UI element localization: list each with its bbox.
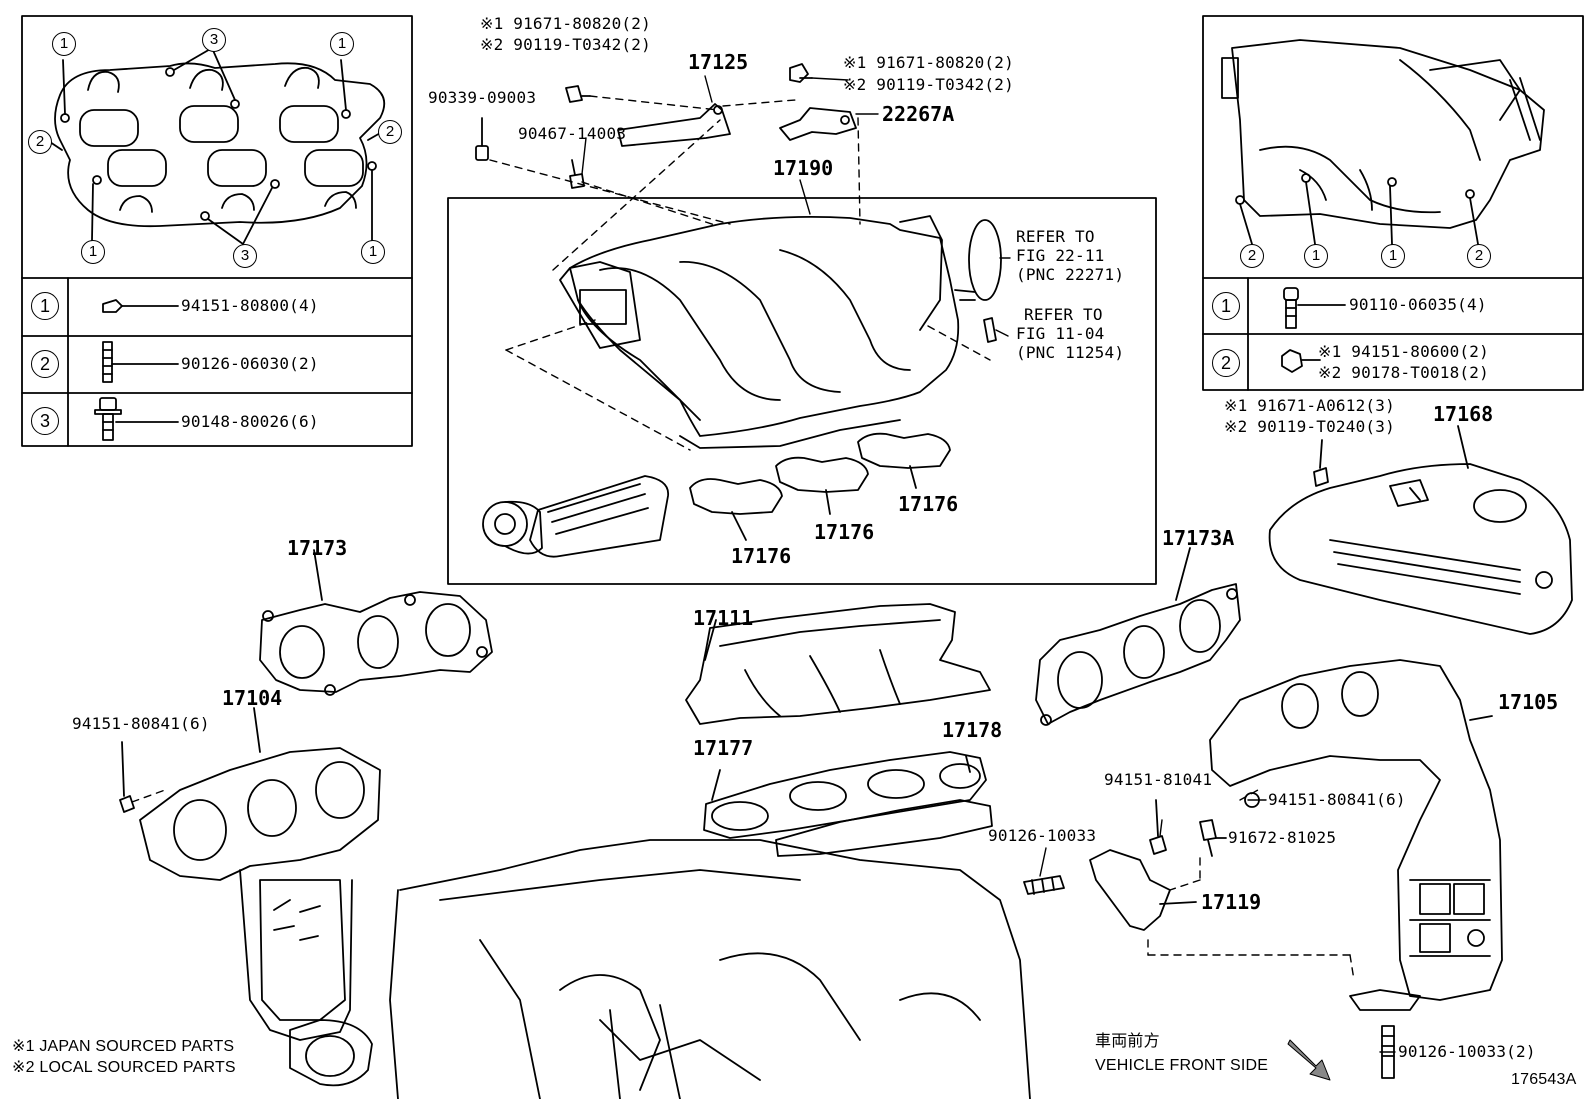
legend-part-number[interactable]: ※1 94151-80600(2) <box>1318 342 1489 361</box>
bracket-17125-drawing <box>617 103 731 147</box>
gasket-17173-drawing <box>259 549 493 696</box>
inset-left-callout: 3 <box>233 244 257 268</box>
inset-right-callout: 1 <box>1304 244 1328 268</box>
ref-17125[interactable]: 17125 <box>688 50 749 74</box>
part-label[interactable]: 90339-09003 <box>428 88 537 107</box>
part-label[interactable]: 94151-80841(6) <box>72 714 210 733</box>
inset-left-frame <box>21 15 413 447</box>
legend-key: 2 <box>1212 349 1240 377</box>
legend-part-number[interactable]: ※2 90178-T0018(2) <box>1318 363 1489 382</box>
ref-17119[interactable]: 17119 <box>1201 890 1262 914</box>
refer-line: FIG 22-11 <box>1016 245 1105 265</box>
note-japan-sourced: ※1 JAPAN SOURCED PARTS <box>12 1038 235 1055</box>
refer-to-fig-22-11[interactable]: REFER TO FIG 22-11 (PNC 22271) <box>1016 227 1125 285</box>
inset-right-callout: 2 <box>1240 244 1264 268</box>
flange-nut-icon <box>102 299 179 313</box>
legend-part-number[interactable]: 90126-06030(2) <box>181 354 319 373</box>
refer-to-fig-11-04[interactable]: REFER TO FIG 11-04 (PNC 11254) <box>1016 305 1124 363</box>
ref-17168[interactable]: 17168 <box>1433 402 1494 426</box>
part-label[interactable]: 94151-80841(6) <box>1268 790 1406 809</box>
upper-intake-drawing <box>1221 39 1545 245</box>
ref-17176[interactable]: 17176 <box>898 492 959 516</box>
intake-gaskets-drawing <box>689 432 951 541</box>
legend-key: 3 <box>31 407 59 435</box>
intake-plenum-drawing <box>559 215 1002 449</box>
ref-17104[interactable]: 17104 <box>222 686 283 710</box>
gaskets-17177-17178-drawing <box>703 751 993 857</box>
ref-17173a[interactable]: 17173A <box>1162 526 1235 550</box>
inset-left-callout: 1 <box>361 240 385 264</box>
part-label[interactable]: ※1 91671-80820(2) <box>480 14 651 33</box>
refer-line: (PNC 22271) <box>1016 264 1125 284</box>
legend-part-number[interactable]: 94151-80800(4) <box>181 296 319 315</box>
legend-part-number[interactable]: 90110-06035(4) <box>1349 295 1487 314</box>
inset-left-callout: 1 <box>330 32 354 56</box>
exhaust-manifold-17105-drawing <box>1209 659 1503 1079</box>
refer-line: FIG 11-04 <box>1016 323 1105 343</box>
inset-left-callout: 2 <box>378 120 402 144</box>
ref-17176[interactable]: 17176 <box>731 544 792 568</box>
part-label[interactable]: ※2 90119-T0342(2) <box>843 75 1014 94</box>
intake-control-valve-drawing <box>482 475 669 558</box>
part-label[interactable]: ※1 91671-80820(2) <box>843 53 1014 72</box>
vehicle-front-label: VEHICLE FRONT SIDE <box>1095 1057 1269 1074</box>
ref-17111[interactable]: 17111 <box>693 606 754 630</box>
inset-left-callout: 3 <box>202 28 226 52</box>
top-bolts-drawing <box>475 63 997 343</box>
intake-group-frame <box>447 197 1157 585</box>
nut-icon <box>1281 349 1321 373</box>
inset-left-callout: 1 <box>81 240 105 264</box>
part-label[interactable]: 91672-81025 <box>1228 828 1337 847</box>
refer-line: REFER TO <box>1024 305 1103 324</box>
stud-bolt-icon <box>102 341 179 383</box>
inset-right-callout: 1 <box>1381 244 1405 268</box>
part-label[interactable]: 90126-10033(2) <box>1398 1042 1536 1061</box>
bolt-icon <box>1283 287 1346 329</box>
guide-lines <box>131 95 1355 981</box>
ref-17178[interactable]: 17178 <box>942 718 1003 742</box>
part-label[interactable]: ※1 91671-A0612(3) <box>1224 396 1395 415</box>
vehicle-front-arrow-icon <box>1287 1039 1331 1081</box>
ref-17105[interactable]: 17105 <box>1498 690 1559 714</box>
bracket-22267a-drawing <box>779 107 857 141</box>
flange-bolt-icon <box>94 397 179 441</box>
ref-17190[interactable]: 17190 <box>773 156 834 180</box>
manifold-17111-drawing <box>685 603 991 725</box>
inset-right-callout: 2 <box>1467 244 1491 268</box>
ref-17176[interactable]: 17176 <box>814 520 875 544</box>
diagram-id: 176543A <box>1511 1071 1577 1088</box>
inset-left-callout: 1 <box>52 32 76 56</box>
legend-part-number[interactable]: 90148-80026(6) <box>181 412 319 431</box>
inset-right-frame <box>1202 15 1584 391</box>
bracket-17119-drawing <box>1023 799 1227 931</box>
legend-key: 1 <box>31 292 59 320</box>
refer-line: REFER TO <box>1016 227 1095 246</box>
part-label[interactable]: 94151-81041 <box>1104 770 1213 789</box>
legend-key: 1 <box>1212 292 1240 320</box>
ref-22267a[interactable]: 22267A <box>882 102 955 126</box>
part-label[interactable]: 90126-10033 <box>988 826 1097 845</box>
intake-flange-drawing <box>49 47 386 245</box>
heat-insulator-17168-drawing <box>1268 425 1573 635</box>
ref-17177[interactable]: 17177 <box>693 736 754 760</box>
vehicle-front-label-jp: 車両前方 <box>1095 1033 1160 1050</box>
refer-line: (PNC 11254) <box>1016 342 1125 362</box>
legend-key: 2 <box>31 350 59 378</box>
ref-17173[interactable]: 17173 <box>287 536 348 560</box>
leader-lines <box>581 75 1396 1053</box>
part-label[interactable]: 90467-14003 <box>518 124 627 143</box>
part-label[interactable]: ※2 90119-T0240(3) <box>1224 417 1395 436</box>
inset-left-callout: 2 <box>28 130 52 154</box>
note-local-sourced: ※2 LOCAL SOURCED PARTS <box>12 1059 236 1076</box>
engine-block-outline <box>389 839 1031 1099</box>
part-label[interactable]: ※2 90119-T0342(2) <box>480 35 651 54</box>
exhaust-manifold-17104-drawing <box>119 707 381 1087</box>
gasket-17173a-drawing <box>1035 547 1241 726</box>
